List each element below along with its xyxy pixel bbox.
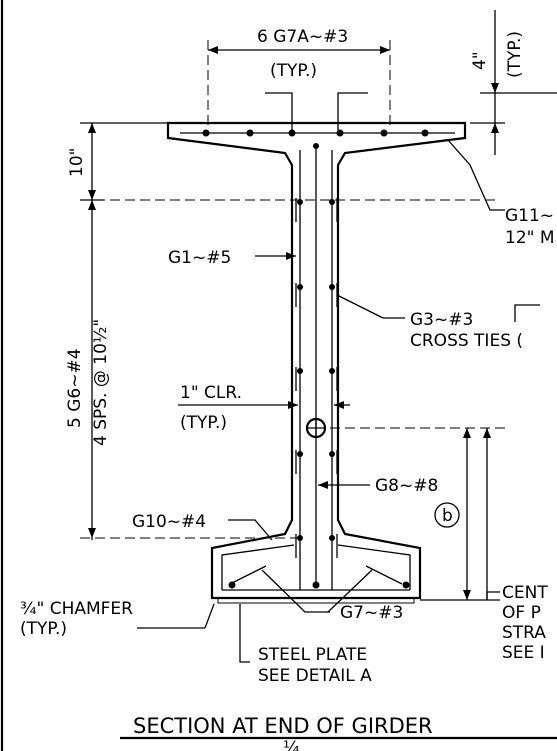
rebar-dot (313, 143, 319, 149)
g10-label: G10~#4 (132, 512, 206, 532)
scale-fragment: ¼ (283, 738, 299, 751)
g1-label: G1~#5 (168, 248, 231, 268)
g11-leader (447, 139, 505, 211)
chamfer-label: ¾" CHAMFER (20, 599, 133, 619)
stirrup-top-right (337, 92, 368, 133)
girder-outline (166, 121, 467, 600)
g3-label: G3~#3 (410, 310, 473, 330)
g6-label: 5 G6~#4 (65, 348, 85, 428)
dim-b-label: b (442, 506, 453, 526)
rebar-dot (202, 129, 210, 137)
steel-plate (217, 597, 415, 604)
rebar-dot (228, 581, 236, 589)
rebar-dot (312, 581, 320, 589)
g6-spacing-label: 4 SPS. @ 10½" (91, 319, 111, 446)
rebar-dot (421, 129, 429, 137)
clr-label: 1" CLR. (180, 383, 242, 403)
centroid-label-4: SEE I (502, 643, 545, 663)
centroid-label-3: STRA (502, 623, 546, 643)
rebar-dot (380, 129, 388, 137)
centroid-label-2: OF P (502, 603, 541, 623)
dim-4in-typ-label: (TYP.) (505, 31, 525, 78)
bottom-bar-right (337, 544, 411, 590)
g7-label: G7~#3 (340, 603, 403, 623)
stirrup-top-left (265, 92, 293, 133)
dim-b-bubble (434, 502, 460, 528)
rebar-dot (246, 129, 254, 137)
steel-plate-label: STEEL PLATE (258, 645, 367, 665)
rebar-dot (402, 581, 410, 589)
dim-4in-label: 4" (470, 51, 490, 70)
see-detail-label: SEE DETAIL A (258, 666, 372, 686)
top-bars-label: 6 G7A~#3 (257, 27, 348, 47)
section-title: SECTION AT END OF GIRDER (133, 714, 433, 738)
g11-label: G11~ (505, 206, 554, 226)
clr-typ-label: (TYP.) (180, 413, 227, 433)
cross-ties-label: CROSS TIES ( (410, 331, 523, 351)
chamfer-typ-label: (TYP.) (20, 619, 67, 639)
g8-label: G8~#8 (375, 476, 438, 496)
dim-10in-label: 10" (67, 148, 87, 177)
top-bars-typ-label: (TYP.) (270, 61, 317, 81)
g11-spacing-label: 12" M (505, 228, 555, 248)
bottom-bar-left (221, 544, 295, 590)
centroid-label-1: CENT (502, 583, 548, 603)
cross-tie-symbol (514, 304, 540, 322)
